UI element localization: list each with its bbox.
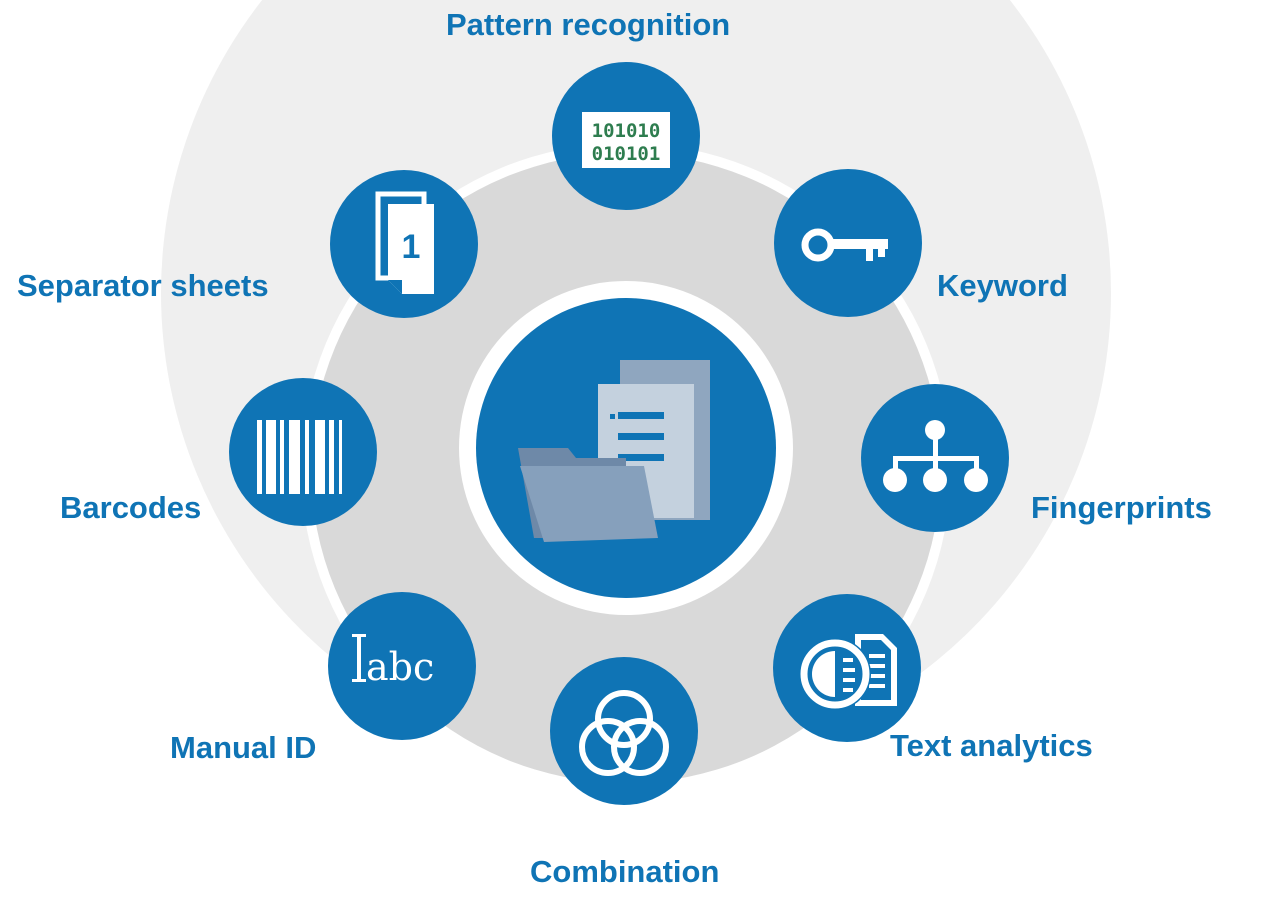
separator-sheet-icon: 1: [375, 191, 434, 294]
center-circle: [476, 298, 776, 598]
label-keyword: Keyword: [937, 268, 1068, 303]
hierarchy-icon: [883, 420, 988, 492]
text-analytics-icon: [799, 634, 897, 710]
manual-id-icon-text: abc: [366, 645, 434, 689]
node-barcodes: [229, 378, 377, 526]
label-fingerprints: Fingerprints: [1031, 490, 1212, 525]
node-combination: [550, 657, 698, 805]
node-separator-sheets: 1: [330, 170, 478, 318]
node-pattern-recognition: 101010 010101: [552, 62, 700, 210]
label-pattern-recognition: Pattern recognition: [446, 7, 731, 42]
label-barcodes: Barcodes: [60, 490, 202, 525]
binary-code-icon: 101010 010101: [582, 112, 670, 168]
venn-diagram-icon: [579, 690, 669, 776]
node-text-analytics: [773, 594, 921, 742]
key-icon: [801, 228, 888, 262]
binary-line-2: 010101: [592, 143, 661, 165]
folder-with-documents-icon: [518, 360, 710, 542]
binary-line-1: 101010: [592, 120, 661, 142]
node-fingerprints: [861, 384, 1009, 532]
text-cursor-abc-icon: abc: [352, 634, 434, 689]
node-keyword: [774, 169, 922, 317]
label-combination: Combination: [530, 854, 720, 889]
barcode-icon: [257, 420, 342, 494]
node-manual-id: abc: [328, 592, 476, 740]
label-manual-id: Manual ID: [170, 730, 317, 765]
label-text-analytics: Text analytics: [890, 728, 1093, 763]
separator-sheet-number: 1: [402, 228, 421, 266]
label-separator-sheets: Separator sheets: [17, 268, 269, 303]
